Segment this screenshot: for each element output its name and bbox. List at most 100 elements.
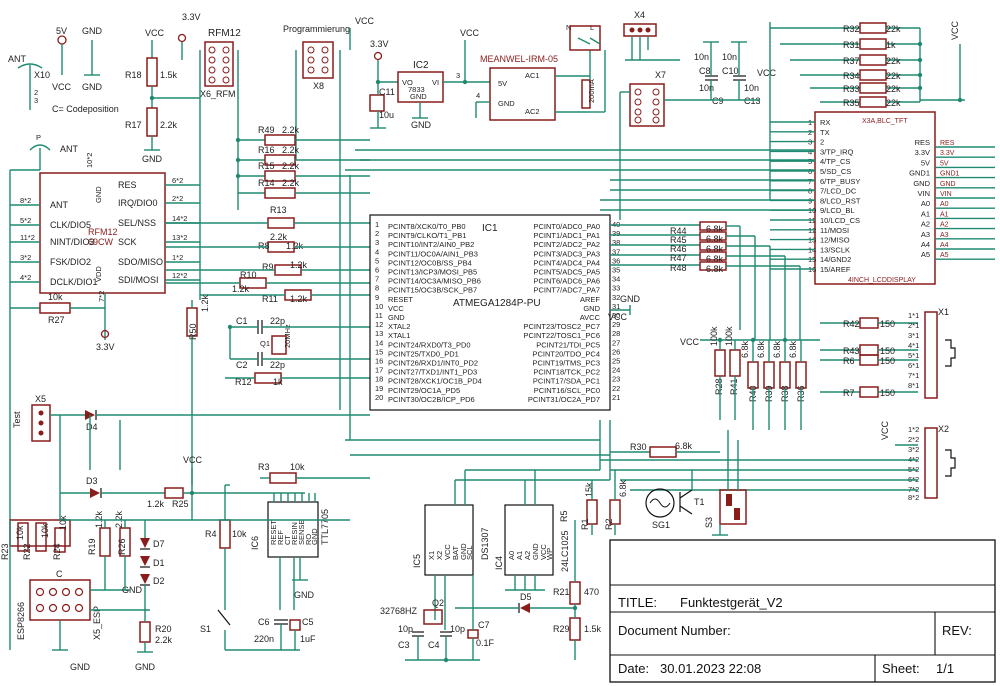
tft-left-pin: 6/TP_BUSY	[820, 177, 860, 186]
svg-text:10k: 10k	[40, 523, 50, 538]
tft-left-pin: 7/LCD_DC	[820, 187, 857, 196]
svg-text:RFM12: RFM12	[208, 28, 241, 39]
svg-text:X8: X8	[313, 81, 324, 91]
svg-text:20MHz: 20MHz	[283, 324, 292, 348]
svg-text:5*1: 5*1	[908, 351, 919, 360]
svg-text:VI: VI	[432, 78, 439, 87]
svg-text:6.8k: 6.8k	[706, 264, 724, 274]
svg-text:22k: 22k	[886, 84, 901, 94]
svg-text:R29: R29	[553, 624, 570, 634]
svg-text:200mA: 200mA	[587, 79, 596, 103]
ic1-right-pin-num: 31	[612, 302, 620, 311]
rfm-pin-label: DCLK/DIO1	[50, 277, 98, 287]
pullup-resistors: 100k R28 100k R41 6.8k R40 6.8k R39 6.8k…	[709, 326, 807, 430]
tft-out-label: RES	[940, 140, 955, 147]
esp-pin	[74, 587, 84, 597]
svg-text:1.2k: 1.2k	[147, 499, 165, 509]
rfm-pin-num: 4*2	[20, 273, 31, 282]
esp-pin	[74, 603, 84, 613]
svg-text:22k: 22k	[886, 98, 901, 108]
esp8266-block: R23 10k R22 10k R24 10k C ESP8266 X5_ESP…	[0, 515, 150, 672]
svg-text:1.2k: 1.2k	[286, 241, 304, 251]
rfm-pin-label: SCK	[118, 237, 137, 247]
tft-out-label: A0	[940, 201, 949, 208]
ic1-right-pin-num: 25	[612, 357, 620, 366]
ic1-left-pin: PCINT12/OC0B/SS_PB4	[388, 258, 472, 267]
svg-text:10u: 10u	[379, 110, 394, 120]
ic1-part: ATMEGA1284P-PU	[453, 298, 541, 309]
ic4-pin: GND	[531, 543, 540, 560]
svg-text:C10: C10	[722, 66, 739, 76]
tft-right-pin: GND	[913, 179, 930, 188]
power-gnd-top: GND GND	[82, 26, 103, 92]
svg-text:2.2k: 2.2k	[282, 145, 300, 155]
svg-text:6.8k: 6.8k	[756, 340, 766, 358]
ic4-pin: A2	[523, 551, 532, 560]
tft-pin-labels: RX1TX2233/TP_IRQ44/TP_CS55/SD_CS66/TP_BU…	[770, 118, 995, 274]
svg-text:N: N	[566, 23, 571, 32]
svg-text:22k: 22k	[886, 56, 901, 66]
ic1-left-pin-num: 19	[375, 384, 383, 393]
svg-text:1.5k: 1.5k	[160, 70, 178, 80]
rfm-pin-num: 10*2	[85, 153, 94, 168]
esp-pin	[61, 587, 71, 597]
svg-text:SG1: SG1	[652, 520, 670, 530]
svg-text:8*1: 8*1	[908, 381, 919, 390]
rfm-pin-num: 11*2	[20, 233, 35, 242]
ic1-left-pin-num: 1	[375, 220, 379, 229]
rfm-pin-num: 8*2	[20, 196, 31, 205]
ic2-regulator: 3.3V IC2 VO 7833 VI GND GND C11 10u 34	[369, 39, 490, 130]
svg-text:C1: C1	[236, 316, 248, 326]
svg-text:R47: R47	[670, 253, 687, 263]
ic1-right-pin-num: 23	[612, 375, 620, 384]
svg-text:C2: C2	[236, 360, 248, 370]
junctions	[149, 41, 963, 663]
ic1-left-pin: PCINT25/TXD0_PD1	[388, 349, 459, 358]
svg-text:6*1: 6*1	[908, 361, 919, 370]
sheet-value: 1/1	[936, 661, 954, 676]
date-value: 30.01.2023 22:08	[660, 661, 761, 676]
rfm-pin-label: IRQ/DIO0	[118, 198, 158, 208]
svg-text:R32: R32	[843, 24, 860, 34]
svg-text:D2: D2	[153, 576, 165, 586]
svg-text:R41: R41	[729, 378, 739, 395]
ic1-left-pin-num: 11	[375, 311, 383, 320]
svg-text:1k: 1k	[886, 40, 896, 50]
ic1-right-pin-num: 32	[612, 293, 620, 302]
svg-text:R9: R9	[262, 262, 274, 272]
tft-left-pin: 5/SD_CS	[820, 167, 851, 176]
svg-text:ESP8266: ESP8266	[16, 602, 26, 640]
rfm12-chip	[39, 172, 166, 294]
ic1-right-pin: PCINT16/SCL_PC0	[534, 386, 600, 395]
svg-text:C: C	[56, 569, 63, 579]
tft-right-pin: A0	[921, 199, 930, 208]
ic4-pin: A0	[507, 551, 516, 560]
ic1-left-pin: XTAL2	[388, 322, 410, 331]
ic1-left-pin: PCINT15/OC3B/SCK_PB7	[388, 286, 477, 295]
svg-text:R22: R22	[22, 543, 32, 560]
svg-text:69CW: 69CW	[88, 237, 114, 247]
ic1-right-pin: PCINT31/OC2A_PD7	[528, 395, 600, 404]
ic1-right-pin: AVCC	[580, 313, 601, 322]
tft-left-pin: 12/MISO	[820, 236, 850, 245]
ic1-right-pin-num: 33	[612, 284, 620, 293]
svg-text:5V: 5V	[498, 79, 507, 88]
title-block: TITLE: Funktestgerät_V2 Document Number:…	[609, 539, 996, 683]
svg-text:VCC: VCC	[680, 337, 700, 347]
svg-text:X7: X7	[655, 70, 666, 80]
svg-text:22k: 22k	[886, 24, 901, 34]
svg-text:22k: 22k	[886, 71, 901, 81]
ic1-right-pin: PCINT6/ADC6_PA6	[533, 277, 600, 286]
svg-text:VCC: VCC	[145, 28, 165, 38]
esp-pin	[35, 603, 45, 613]
rfm-pin-num: 12*2	[172, 271, 187, 280]
ic4-pin: WP	[545, 548, 554, 560]
svg-text:R6: R6	[843, 356, 855, 366]
ic1-left-pin: PCINT10/INT2/AIN0_PB2	[388, 240, 474, 249]
x7-header: X7	[619, 70, 700, 220]
svg-text:1.2k: 1.2k	[290, 260, 308, 270]
tft-out-label: A4	[940, 242, 949, 249]
ic6-pin: RO	[304, 534, 313, 545]
